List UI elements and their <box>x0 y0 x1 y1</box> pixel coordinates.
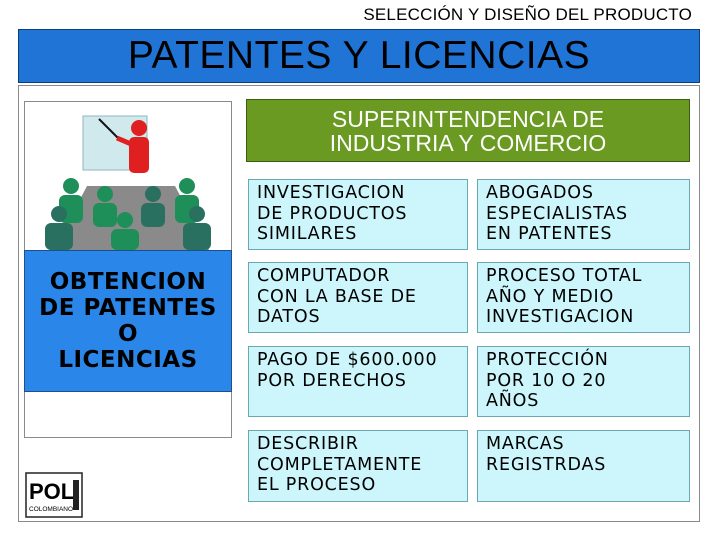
svg-text:COLOMBIANO: COLOMBIANO <box>29 506 73 513</box>
cell-proceso-total: PROCESO TOTAL AÑO Y MEDIO INVESTIGACION <box>477 262 690 333</box>
authority-line-1: SUPERINTENDENCIA DE <box>331 105 605 132</box>
left-label: OBTENCION DE PATENTES O LICENCIAS <box>39 269 217 373</box>
title-banner: PATENTES Y LICENCIAS <box>18 29 700 83</box>
slide-title: PATENTES Y LICENCIAS <box>127 34 591 77</box>
cell-abogados: ABOGADOS ESPECIALISTAS EN PATENTES <box>477 179 690 250</box>
authority-line-2: INDUSTRIA Y COMERCIO <box>329 129 607 156</box>
left-label-box: OBTENCION DE PATENTES O LICENCIAS <box>24 250 232 392</box>
cell-computador: COMPUTADOR CON LA BASE DE DATOS <box>248 262 468 333</box>
cell-describir: DESCRIBIR COMPLETAMENTE EL PROCESO <box>248 430 468 502</box>
cell-proteccion: PROTECCIÓN POR 10 O 20 AÑOS <box>477 346 690 417</box>
presentation-meeting-illustration <box>45 115 211 250</box>
slide-caption: SELECCIÓN Y DISEÑO DEL PRODUCTO <box>363 5 692 24</box>
poli-logo: POLI COLOMBIANO <box>25 472 83 518</box>
authority-banner: SUPERINTENDENCIA DE INDUSTRIA Y COMERCIO <box>246 99 690 162</box>
cell-pago: PAGO DE $600.000 POR DERECHOS <box>248 346 468 417</box>
content-frame <box>18 85 700 522</box>
cell-marcas: MARCAS REGISTRDAS <box>477 430 690 502</box>
cell-investigacion: INVESTIGACION DE PRODUCTOS SIMILARES <box>248 179 468 250</box>
poli-logo-mark: POLI COLOMBIANO <box>25 472 83 518</box>
svg-text:POLI: POLI <box>29 479 80 504</box>
